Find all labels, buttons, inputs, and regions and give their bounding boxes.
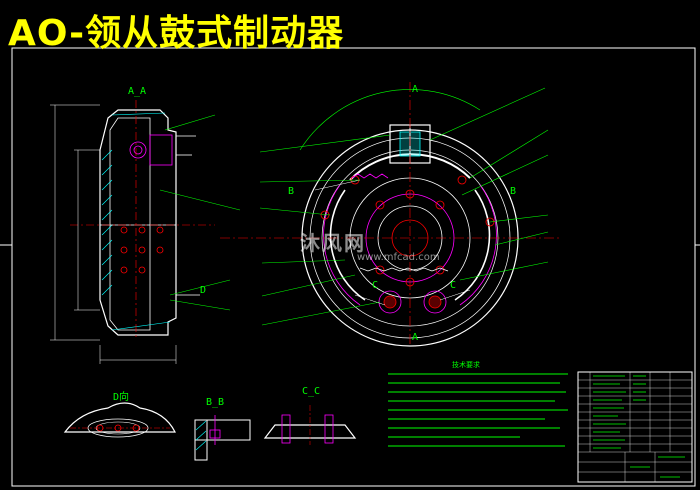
label-a-top: A [412,84,419,95]
drawing-title: AO-领从鼓式制动器 [8,13,345,54]
label-section-bb: B_B [206,397,225,408]
bb-view [194,415,251,461]
label-section-cc: C_C [302,386,321,397]
front-view-drum [220,82,560,347]
watermark-url: www.mfcad.com [357,252,440,263]
cc-view [263,405,357,445]
watermark-brand: 沐风网 [300,231,366,255]
tech-notes-lines [388,373,568,447]
label-section-aa: A_A [128,86,147,97]
label-a-bottom: A [412,332,419,343]
drawing-border [11,47,696,487]
label-c-right: C [450,280,457,291]
label-d-view: D向 [113,392,130,403]
label-c-left: C [372,280,379,291]
label-d-mark: D [200,285,207,296]
d-view [63,402,176,438]
section-aa-view [50,100,241,364]
label-b-right: B [510,186,517,197]
label-b-left: B [288,186,295,197]
title-block [577,371,693,483]
tech-notes-title: 技术要求 [452,361,480,369]
